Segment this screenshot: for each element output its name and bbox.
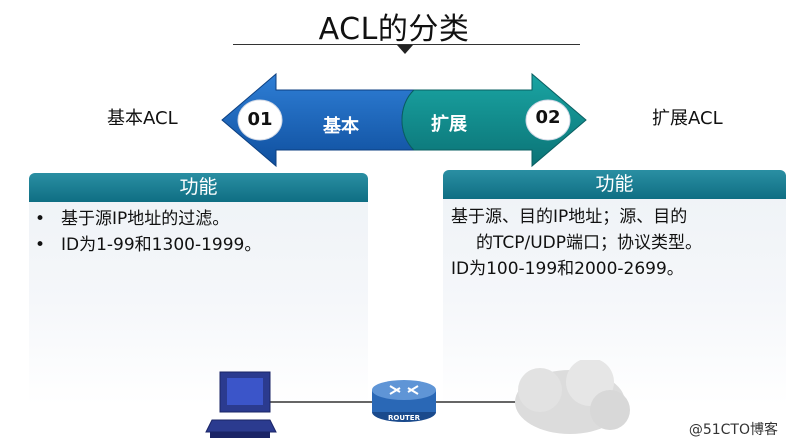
basic-acl-label: 基本ACL — [107, 108, 178, 129]
acl-type-arrows — [221, 72, 587, 168]
left-number-badge — [237, 99, 283, 141]
router-label: ROUTER — [388, 414, 420, 422]
page-title: ACL的分类 — [318, 12, 470, 47]
title-underline — [233, 44, 580, 45]
right-arrow-number: 02 — [535, 107, 561, 128]
extended-line: 基于源、目的IP地址；源、目的 — [451, 207, 688, 227]
router-icon — [372, 380, 436, 422]
list-item: ID为1-99和1300-1999。 — [29, 232, 368, 258]
left-arrow-number: 01 — [247, 109, 273, 130]
basic-panel-header: 功能 — [29, 173, 368, 202]
cloud-icon — [515, 360, 630, 434]
left-arrow-label: 基本 — [323, 116, 359, 137]
right-arrow-label: 扩展 — [431, 114, 467, 135]
extended-panel-header: 功能 — [443, 170, 786, 199]
caret-down-icon — [397, 45, 413, 54]
basic-function-panel: 功能 基于源IP地址的过滤。 ID为1-99和1300-1999。 — [29, 173, 368, 405]
watermark: @51CTO博客 — [688, 422, 778, 438]
extended-acl-label: 扩展ACL — [652, 108, 723, 129]
network-diagram — [205, 360, 630, 438]
extended-function-panel: 功能 基于源、目的IP地址；源、目的 的TCP/UDP端口；协议类型。 ID为1… — [443, 170, 786, 405]
computer-icon — [205, 371, 277, 438]
basic-function-list: 基于源IP地址的过滤。 ID为1-99和1300-1999。 — [29, 202, 368, 258]
right-arrow-shape — [401, 72, 587, 168]
extended-line: 的TCP/UDP端口；协议类型。 — [476, 233, 703, 253]
right-number-badge — [525, 99, 571, 141]
list-item: 基于源IP地址的过滤。 — [29, 206, 368, 232]
extended-function-text: 基于源、目的IP地址；源、目的 的TCP/UDP端口；协议类型。 ID为100-… — [443, 199, 786, 282]
extended-line: ID为100-199和2000-2699。 — [451, 259, 684, 279]
